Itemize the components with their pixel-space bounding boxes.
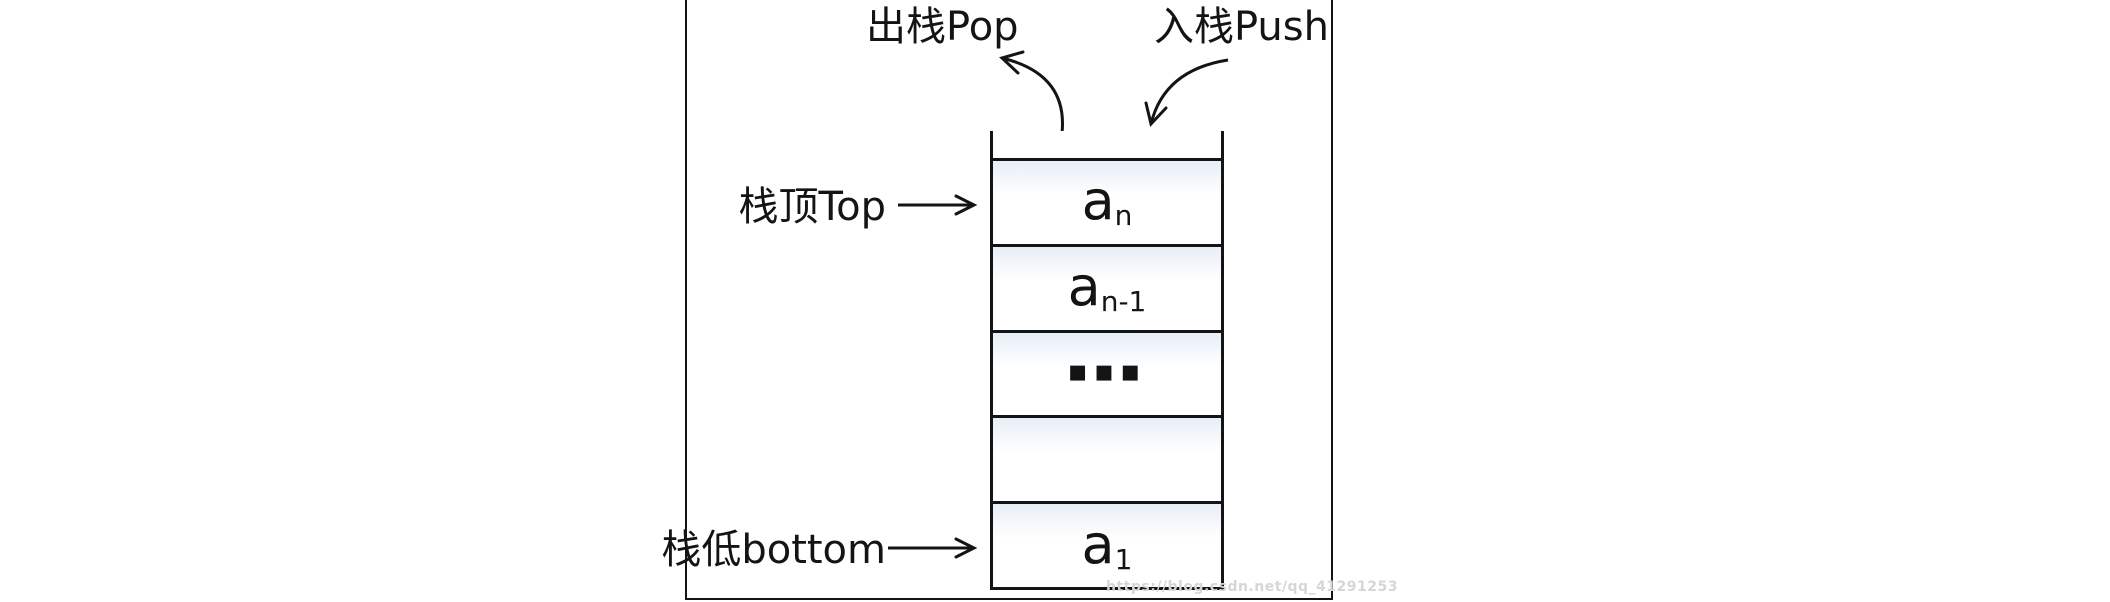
cell-value: an-1: [1067, 255, 1147, 319]
stack-open-top: [993, 131, 1221, 158]
stack-cell-ellipsis: ▪▪▪: [993, 329, 1221, 416]
stack-cell-empty: [993, 415, 1221, 502]
pop-label: 出栈Pop: [866, 4, 1019, 50]
stack-cell-a1: a1: [993, 501, 1221, 587]
stack-container: an an-1 ▪▪▪ a1: [990, 131, 1224, 590]
diagram-frame: [685, 0, 1333, 600]
stack-cell-an-1: an-1: [993, 243, 1221, 330]
stack-top-label: 栈顶Top: [738, 184, 887, 230]
push-label: 入栈Push: [1154, 4, 1329, 50]
cell-value: a1: [1081, 512, 1133, 576]
cell-value: an: [1081, 169, 1133, 233]
stack-bottom-label: 栈低bottom: [661, 527, 886, 573]
ellipsis-dots: ▪▪▪: [1067, 354, 1147, 390]
watermark-url: https://blog.csdn.net/qq_41291253: [1106, 579, 1398, 595]
stack-cell-an: an: [993, 158, 1221, 244]
